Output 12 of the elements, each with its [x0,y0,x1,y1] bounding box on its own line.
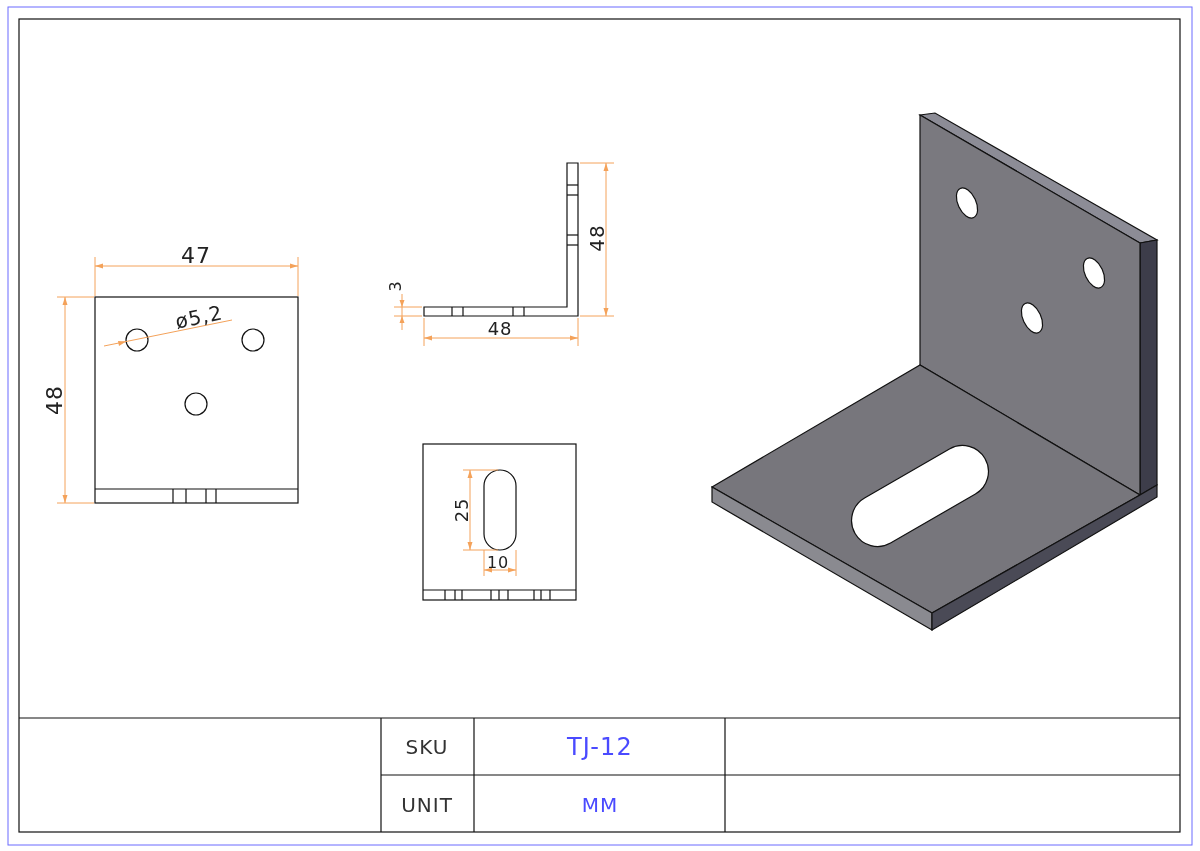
dimension-value: 3 [388,280,404,292]
header-label: UNIT [401,795,453,815]
header-label: SKU [405,737,449,757]
dimension-value: 10 [487,555,509,571]
unit-value: MM [581,795,619,815]
dimension-value: 48 [44,384,66,416]
dimension-value: 47 [180,245,212,267]
dimension-value: 25 [453,497,471,523]
diameter-value: ø5,2 [173,302,225,332]
dimension-value: 48 [487,320,513,338]
sku-value: TJ-12 [566,735,634,759]
dimension-value: 48 [587,224,607,252]
